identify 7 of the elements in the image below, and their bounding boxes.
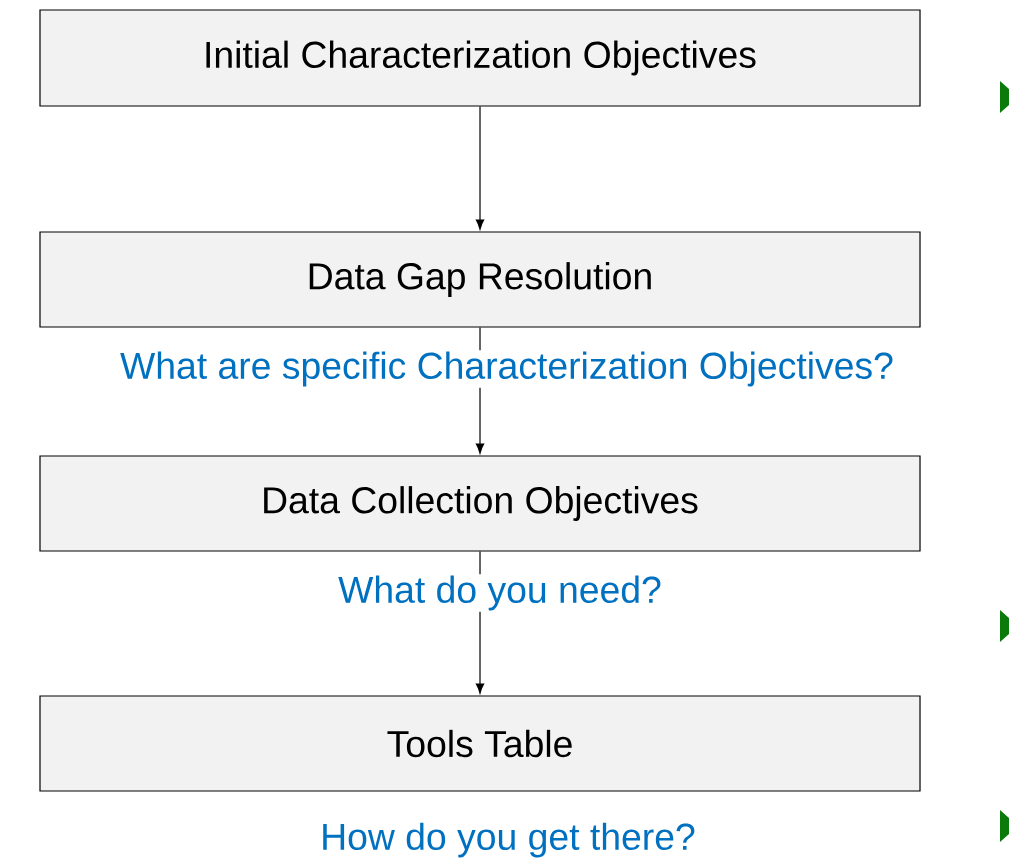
- process-box: Tools Table: [39, 695, 921, 792]
- process-box: Data Gap Resolution: [39, 231, 921, 328]
- arrow: [475, 106, 485, 230]
- process-box: Data Collection Objectives: [39, 455, 921, 552]
- process-box: Initial Characterization Objectives: [39, 9, 921, 107]
- edge-label: What are specific Characterization Objectives?: [118, 350, 896, 388]
- edge-label: What do you need?: [336, 574, 664, 612]
